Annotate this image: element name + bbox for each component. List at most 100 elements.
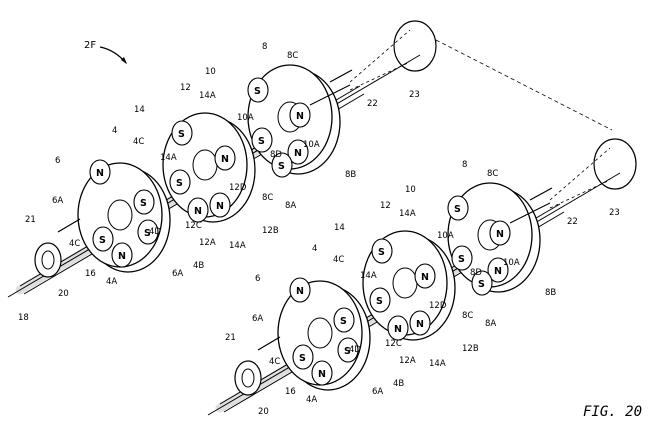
magnet-pole [111, 242, 133, 268]
callout-label: 8B [545, 288, 556, 298]
magnet-pole [247, 77, 269, 103]
callout-label: 8D [270, 150, 282, 160]
magnet-pole [137, 219, 159, 245]
callout-label: 12A [199, 238, 216, 248]
magnet-pole [487, 257, 509, 283]
magnet-pole-letter: N [394, 324, 402, 335]
magnet-pole [311, 360, 333, 386]
callout-label: 4D [149, 227, 161, 237]
magnet-pole [447, 195, 469, 221]
magnet-pole [251, 127, 273, 153]
magnet-pole-letter: N [416, 319, 424, 330]
callout-label: 8 [462, 160, 467, 170]
callout-label: 12 [180, 83, 191, 93]
magnet-pole [187, 197, 209, 223]
axial-arrow [529, 187, 553, 201]
magnet-pole [92, 226, 114, 252]
callout-label: 21 [25, 215, 36, 225]
callout-label: 21 [225, 333, 236, 343]
disk-4-hub [107, 199, 133, 231]
magnet-pole-letter: S [258, 136, 265, 147]
magnet-pole-letter: N [494, 266, 502, 277]
magnet-pole [271, 152, 293, 178]
magnet-pole-letter: S [278, 161, 285, 172]
callout-label: 10A [237, 113, 254, 123]
magnet-pole-letter: S [176, 178, 183, 189]
magnet-pole-letter: S [478, 279, 485, 290]
callout-label: 6 [255, 274, 260, 284]
magnet-pole [414, 263, 436, 289]
magnet-pole-letter: N [96, 168, 104, 179]
magnet-pole-letter: S [140, 198, 147, 209]
callout-label: 10 [405, 185, 416, 195]
callout-label: 14A [399, 209, 416, 219]
disk-12-hub [192, 149, 218, 181]
axial-arrow [57, 218, 81, 233]
callout-label: 16 [85, 269, 96, 279]
lower-assembly: NSSSNSNSNNSNSNS88C1010A10A8D8B8C8A1214A1… [207, 138, 637, 417]
collar-hole [41, 250, 55, 270]
magnet-pole-letter: S [99, 235, 106, 246]
callout-label: 4C [69, 239, 80, 249]
callout-label: 12 [380, 201, 391, 211]
magnet-pole-letter: N [221, 154, 229, 165]
callout-label: 4A [106, 277, 117, 287]
magnet-pole [369, 287, 391, 313]
callout-label: 6A [52, 196, 63, 206]
callout-label: 6A [172, 269, 183, 279]
callout-label: 6 [55, 156, 60, 166]
callout-label: 18 [18, 313, 29, 323]
connecting-dashed-line [435, 39, 613, 131]
callout-label: 12D [229, 183, 247, 193]
magnet-pole-letter: S [299, 353, 306, 364]
callout-label: 4C [333, 255, 344, 265]
callout-label: 10A [503, 258, 520, 268]
callout-label: 12D [429, 301, 447, 311]
magnet-pole [489, 220, 511, 246]
callout-label: 12C [185, 221, 202, 231]
axial-arrow [257, 336, 281, 351]
disk-12-hub [392, 267, 418, 299]
magnet-pole-letter: N [194, 206, 202, 217]
callout-label: 4B [393, 379, 404, 389]
callout-label: 14A [229, 241, 246, 251]
callout-label: 22 [567, 217, 578, 227]
callout-label: 23 [409, 90, 420, 100]
callout-label: 4A [306, 395, 317, 405]
magnet-pole-letter: S [376, 296, 383, 307]
magnet-pole [451, 245, 473, 271]
callout-label: 8C [462, 311, 473, 321]
callout-label: 8C [487, 169, 498, 179]
callout-label: 16 [285, 387, 296, 397]
assembly-label-2f: 2F [84, 40, 96, 51]
projection-circle-23 [393, 20, 437, 72]
callout-label: 22 [367, 99, 378, 109]
magnet-pole [171, 120, 193, 146]
callout-label: 10A [303, 140, 320, 150]
magnet-pole-letter: S [340, 316, 347, 327]
projection-line [349, 29, 411, 83]
projection-line [549, 147, 611, 201]
magnet-pole [337, 337, 359, 363]
callout-label: 20 [58, 289, 69, 299]
magnet-pole [289, 102, 311, 128]
collar-hole [241, 368, 255, 388]
magnet-pole [289, 277, 311, 303]
callout-label: 8C [287, 51, 298, 61]
magnet-pole-letter: S [254, 86, 261, 97]
callout-label: 8A [485, 319, 496, 329]
callout-label: 14A [429, 359, 446, 369]
magnet-pole-letter: N [118, 251, 126, 262]
magnet-pole [214, 145, 236, 171]
projection-line [349, 61, 411, 91]
callout-label: 4B [193, 261, 204, 271]
magnet-pole-letter: S [178, 129, 185, 140]
magnet-pole-letter: N [216, 201, 224, 212]
callout-label: 4 [112, 126, 117, 136]
magnet-pole-letter: S [454, 204, 461, 215]
callout-label: 6A [372, 387, 383, 397]
magnet-pole-letter: N [294, 148, 302, 159]
callout-label: 12B [262, 226, 279, 236]
callout-label: 14A [199, 91, 216, 101]
